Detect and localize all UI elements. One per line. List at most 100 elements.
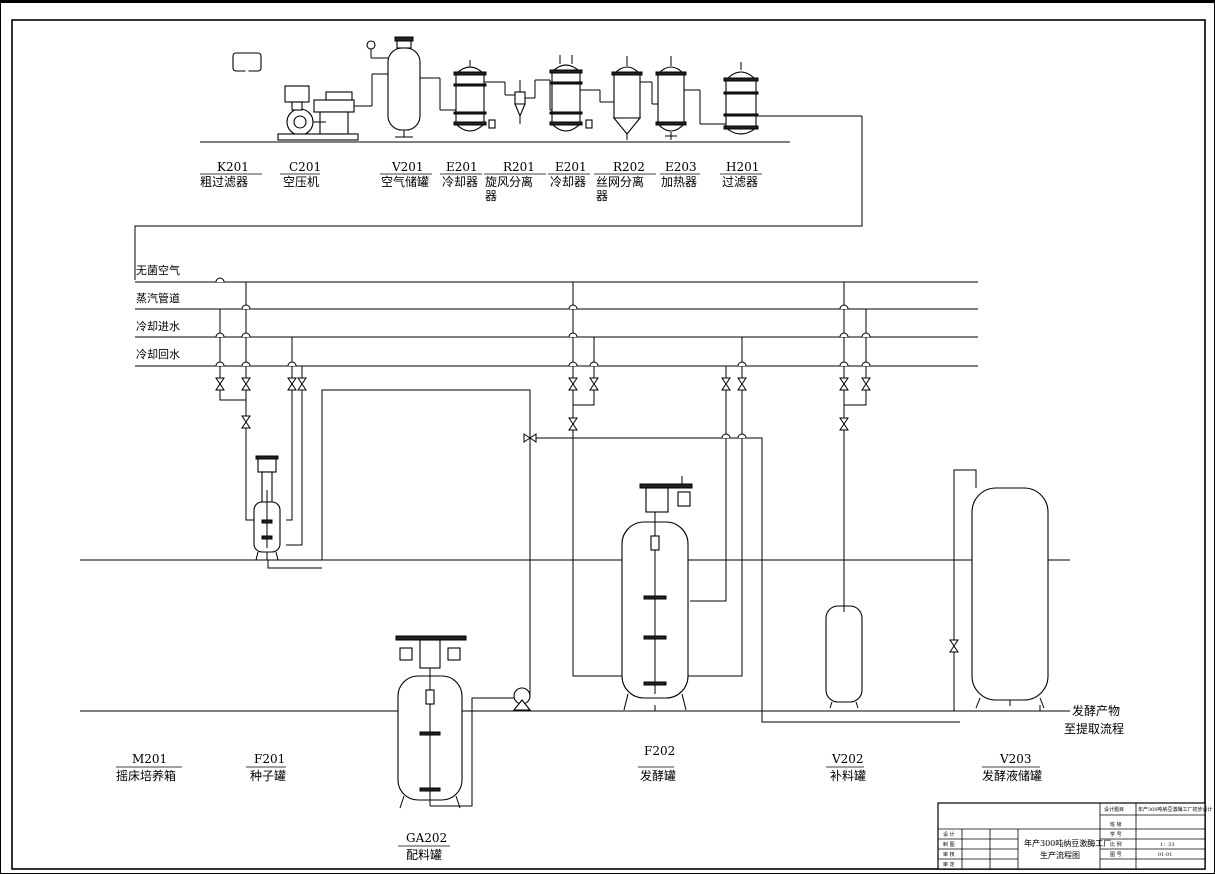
- v201-air-storage-tank: [366, 36, 456, 138]
- label-f202: F202 发酵罐: [638, 744, 676, 783]
- svg-text:过滤器: 过滤器: [722, 175, 758, 189]
- svg-text:设 计: 设 计: [943, 831, 955, 838]
- e203-heater: [655, 56, 726, 140]
- label-cooling-in: 冷却进水: [136, 320, 180, 333]
- tb-drawing-title-1: 年产300吨纳豆激酶工厂: [1024, 838, 1111, 848]
- valve-icon: [589, 377, 599, 391]
- label-h201: H201 过滤器: [720, 160, 762, 189]
- svg-text:K201: K201: [217, 160, 249, 174]
- svg-text:摇床培养箱: 摇床培养箱: [116, 768, 176, 783]
- valve-icon: [568, 377, 578, 391]
- svg-text:器: 器: [485, 189, 497, 203]
- valves: [215, 377, 959, 653]
- output-line-1: 发酵产物: [1072, 703, 1120, 718]
- svg-text:审 核: 审 核: [943, 851, 955, 858]
- pipe-crossings: [215, 277, 871, 439]
- f201-seed-tank: [253, 455, 281, 561]
- bottom-equipment-labels: M201 摇床培养箱 F201 种子罐 GA202 配料罐 F202 发酵罐 V…: [116, 744, 1042, 862]
- h201-air-filter: [723, 62, 862, 135]
- air-treatment-train: [134, 36, 863, 280]
- label-f201: F201 种子罐: [246, 752, 286, 783]
- svg-text:班 级: 班 级: [1110, 821, 1122, 828]
- svg-text:R202: R202: [613, 160, 645, 174]
- label-steam: 蒸汽管道: [136, 291, 180, 305]
- r201-cyclone-separator: [514, 79, 552, 124]
- svg-text:V203: V203: [999, 752, 1032, 766]
- e201-cooler-2: [549, 55, 614, 132]
- svg-text:冷却器: 冷却器: [442, 175, 478, 189]
- e201-cooler-1: [453, 60, 515, 132]
- label-sterile-air: 无菌空气: [136, 263, 180, 277]
- valve-icon: [241, 377, 251, 391]
- v203-broth-storage-tank: [971, 487, 1049, 709]
- label-e201-a: E201 冷却器: [440, 160, 482, 189]
- tb-ratio: 1：33: [1160, 842, 1175, 848]
- valve-icon: [839, 417, 849, 431]
- branch-lines: [219, 282, 1041, 723]
- svg-text:F202: F202: [644, 744, 675, 758]
- valve-icon: [523, 433, 537, 443]
- svg-text:粗过滤器: 粗过滤器: [200, 175, 248, 189]
- c201-air-compressor: [277, 73, 388, 141]
- svg-text:E201: E201: [555, 160, 587, 174]
- svg-text:丝网分离: 丝网分离: [596, 174, 644, 189]
- label-v201: V201 空气储罐: [380, 160, 432, 189]
- label-cooling-out: 冷却回水: [136, 348, 180, 361]
- utility-headers: 无菌空气 蒸汽管道 冷却进水 冷却回水: [135, 263, 978, 367]
- svg-text:审 定: 审 定: [943, 861, 955, 868]
- svg-text:旋风分离: 旋风分离: [485, 174, 533, 189]
- svg-text:种子罐: 种子罐: [250, 769, 286, 783]
- svg-text:空气储罐: 空气储罐: [381, 174, 429, 189]
- label-e203: E203 加热器: [660, 160, 700, 189]
- svg-text:器: 器: [596, 189, 608, 203]
- label-e201-b: E201 冷却器: [548, 160, 590, 189]
- svg-text:加热器: 加热器: [661, 175, 697, 189]
- valve-icon: [861, 377, 871, 391]
- svg-text:C201: C201: [289, 160, 321, 174]
- svg-text:E201: E201: [446, 160, 478, 174]
- valve-icon: [839, 377, 849, 391]
- svg-text:发酵液储罐: 发酵液储罐: [982, 768, 1042, 783]
- valve-icon: [737, 377, 747, 391]
- valve-icon: [287, 377, 297, 391]
- valve-icon: [568, 417, 578, 431]
- tb-drawing-no: 01-01: [1158, 852, 1172, 858]
- svg-text:学 号: 学 号: [1110, 831, 1122, 838]
- tb-project-value: 年产300吨纳豆激酶工厂初步设计: [1138, 806, 1213, 813]
- v202-feed-tank: [825, 604, 863, 709]
- svg-text:图 号: 图 号: [1110, 852, 1122, 858]
- svg-text:制 图: 制 图: [943, 841, 955, 848]
- svg-text:冷却器: 冷却器: [550, 175, 586, 189]
- svg-text:V202: V202: [831, 752, 864, 766]
- svg-text:比 例: 比 例: [1110, 841, 1122, 848]
- svg-text:E203: E203: [665, 160, 697, 174]
- valve-icon: [215, 377, 225, 391]
- r202-mesh-separator: [611, 56, 658, 140]
- svg-text:R201: R201: [503, 160, 535, 174]
- valve-icon: [241, 415, 251, 429]
- svg-text:H201: H201: [726, 160, 759, 174]
- svg-text:M201: M201: [132, 752, 167, 766]
- label-ga202: GA202 配料罐: [398, 831, 450, 862]
- label-v202: V202 补料罐: [826, 752, 866, 783]
- svg-text:配料罐: 配料罐: [406, 848, 442, 862]
- top-equipment-labels: K201 粗过滤器 C201 空压机 V201 空气储罐 E201 冷却器 R2…: [200, 160, 762, 203]
- label-m201: M201 摇床培养箱: [116, 752, 182, 783]
- output-line-2: 至提取流程: [1064, 721, 1124, 736]
- svg-text:发酵罐: 发酵罐: [640, 768, 676, 783]
- label-r202: R202 丝网分离 器: [594, 160, 656, 203]
- tb-drawing-title-2: 生产流程图: [1040, 850, 1080, 860]
- label-r201: R201 旋风分离 器: [484, 160, 546, 203]
- valve-icon: [721, 377, 731, 391]
- title-block: 设计题目 年产300吨纳豆激酶工厂初步设计 年产300吨纳豆激酶工厂 生产流程图…: [937, 802, 1213, 870]
- f202-fermenter: [621, 476, 693, 711]
- svg-text:补料罐: 补料罐: [830, 769, 866, 783]
- inner-frame: [11, 19, 1206, 870]
- svg-text:V201: V201: [391, 160, 424, 174]
- k201-coarse-filter: [232, 52, 292, 101]
- valve-icon: [297, 377, 307, 391]
- transfer-pump: [512, 687, 532, 711]
- label-v203: V203 发酵液储罐: [982, 752, 1042, 783]
